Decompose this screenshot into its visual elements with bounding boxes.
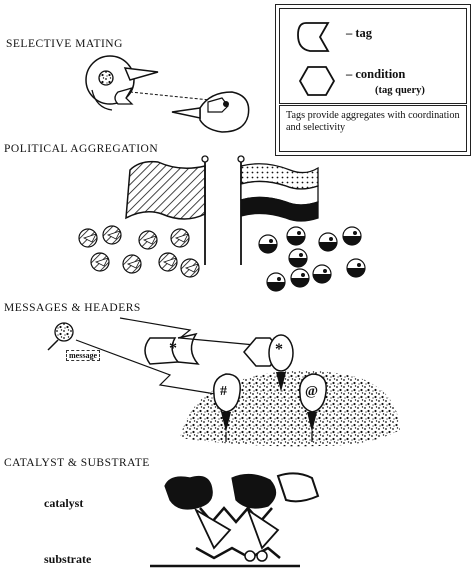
header-at-symbol: @ bbox=[305, 384, 318, 400]
bird-left-icon bbox=[86, 56, 158, 110]
message-tag-symbol: * bbox=[169, 340, 177, 358]
catalyst-structure-icon bbox=[165, 473, 318, 548]
hatched-agent-group bbox=[79, 226, 199, 277]
substrate-label: substrate bbox=[44, 552, 91, 567]
lightning-bolt-upper bbox=[120, 318, 255, 345]
header-hash-symbol: # bbox=[220, 384, 227, 400]
substrate-structure-icon bbox=[150, 548, 300, 566]
hatched-flag-icon bbox=[126, 156, 208, 265]
message-source-icon bbox=[48, 323, 73, 350]
striped-agent-group bbox=[259, 227, 365, 291]
speckled-ground bbox=[180, 370, 400, 446]
message-label: message bbox=[66, 350, 100, 361]
header-top-symbol: * bbox=[275, 341, 283, 359]
bird-right-icon bbox=[172, 92, 249, 132]
striped-flag-icon bbox=[238, 156, 318, 265]
catalyst-label: catalyst bbox=[44, 496, 83, 511]
mating-link-line bbox=[130, 92, 210, 100]
